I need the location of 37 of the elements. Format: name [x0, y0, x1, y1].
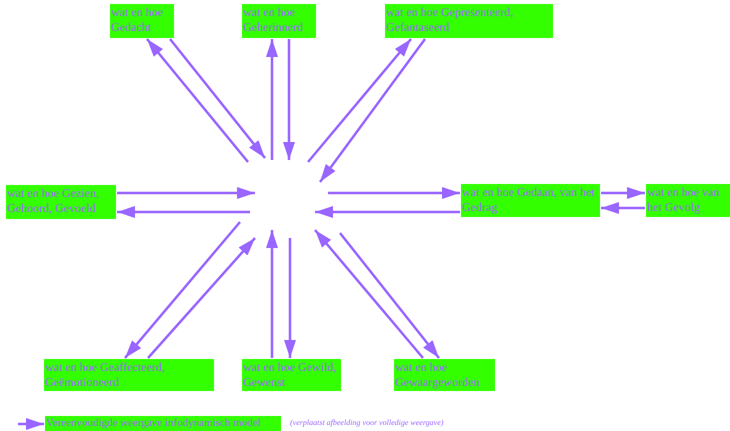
node-label: wat en hoe Geaffecteerd, Geëmotioneerd — [44, 359, 166, 390]
arrow — [266, 230, 278, 358]
arrow — [601, 187, 645, 199]
arrow — [319, 38, 426, 183]
arrow — [284, 238, 296, 358]
node-label: wat en hoe Gewild, Gewenst — [242, 359, 338, 390]
arrow — [117, 206, 250, 218]
arrow — [146, 38, 249, 163]
arrow — [117, 187, 255, 199]
arrow — [124, 221, 241, 359]
text-box — [44, 359, 214, 391]
arrow — [147, 237, 256, 359]
arrow — [328, 187, 460, 199]
text-box — [646, 184, 730, 217]
node-label: wat en hoe Gewaargeworden — [394, 359, 480, 390]
text-box — [385, 4, 553, 38]
text-box — [6, 185, 116, 219]
node-label: wat en hoe Gedaan, van het Gedrag — [461, 184, 596, 215]
node-label: wat en hoe Gedacht — [110, 4, 164, 35]
node-label: Vereenvoudigde weergave infodynamisch model — [45, 416, 262, 430]
arrow — [339, 232, 440, 359]
node-label: wat en hoe Geherinnerd — [242, 4, 304, 35]
arrow — [18, 418, 44, 430]
node-label: wat en hoe Gepresenteerd, Gefantaseerd — [385, 4, 514, 35]
arrow — [315, 206, 460, 218]
text-box — [242, 4, 316, 38]
node-label: wat en hoe Gezien, Gehoord, Gevoeld — [6, 185, 100, 216]
arrow — [169, 38, 266, 159]
arrow — [314, 229, 424, 359]
note: (verplaatst afbeelding voor volledige weergave) — [290, 418, 444, 427]
arrow — [601, 202, 645, 214]
arrow — [307, 38, 412, 163]
text-box — [110, 4, 174, 38]
text-box — [394, 359, 495, 391]
arrow — [266, 39, 278, 160]
node-label: wat en hoe van het Gevolg — [646, 184, 720, 215]
arrow — [283, 39, 295, 160]
